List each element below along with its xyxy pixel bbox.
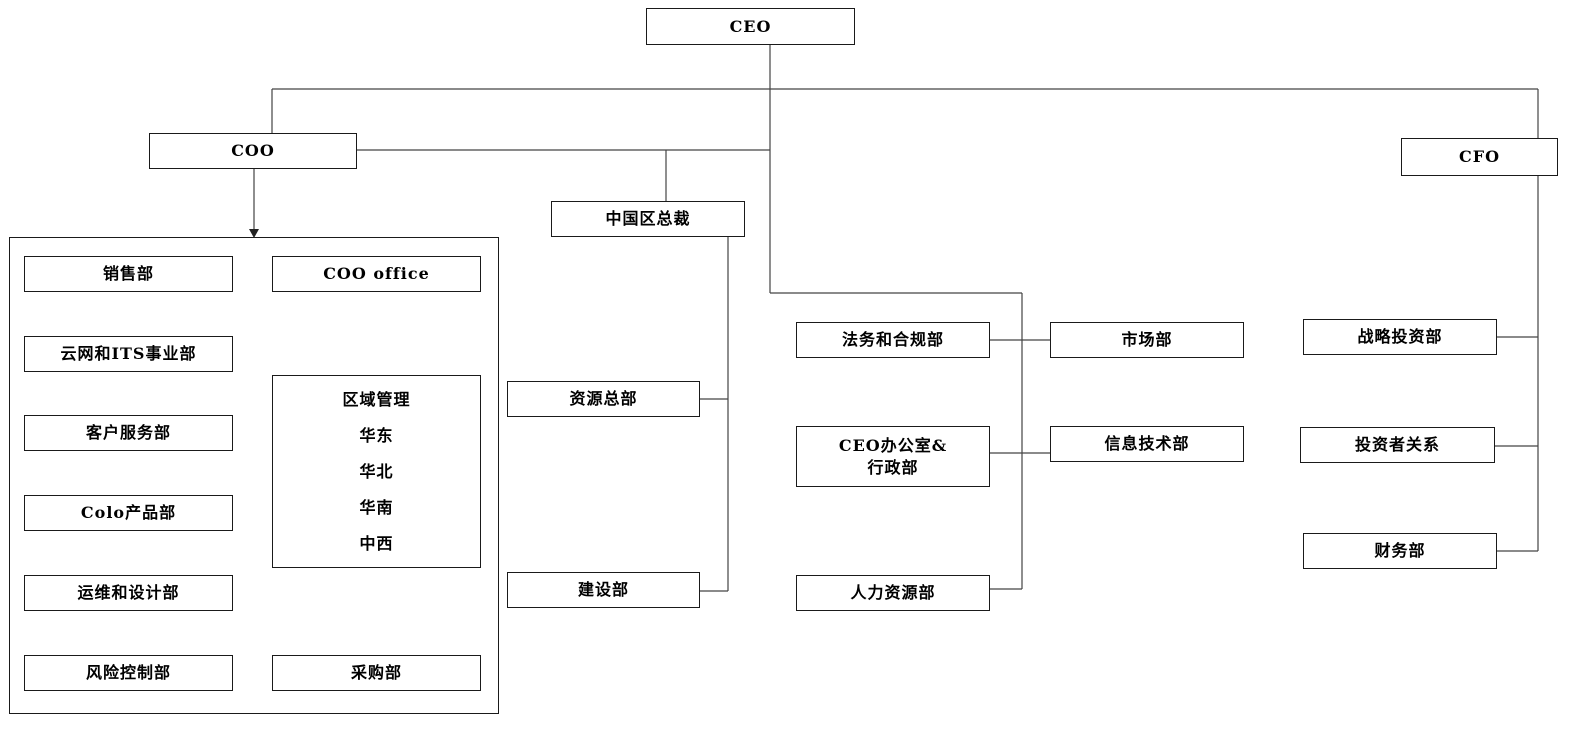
risk-control-dept-box: 风险控制部	[24, 655, 233, 691]
china-president-label: 中国区总裁	[605, 209, 691, 229]
regional-management-title: 区域管理	[342, 389, 411, 409]
it-dept-label: 信息技术部	[1104, 434, 1190, 454]
coo-label: COO	[231, 141, 275, 161]
region-item: 华东	[359, 425, 394, 445]
colo-products-dept-label: Colo产品部	[80, 503, 177, 523]
ops-design-dept-box: 运维和设计部	[24, 575, 233, 611]
construction-dept-box: 建设部	[507, 572, 700, 608]
coo-office-box: COO office	[272, 256, 481, 292]
marketing-dept-box: 市场部	[1050, 322, 1244, 358]
customer-service-dept-label: 客户服务部	[85, 423, 171, 443]
finance-dept-box: 财务部	[1303, 533, 1497, 569]
colo-products-dept-box: Colo产品部	[24, 495, 233, 531]
ceo-label: CEO	[729, 16, 772, 36]
region-item: 中西	[359, 533, 394, 553]
ops-design-dept-label: 运维和设计部	[77, 583, 180, 603]
coo-office-label: COO office	[323, 264, 430, 284]
cfo-box: CFO	[1401, 138, 1558, 176]
region-item: 华北	[359, 461, 394, 481]
hr-dept-label: 人力资源部	[850, 583, 936, 603]
coo-departments-container	[9, 237, 499, 714]
sales-dept-box: 销售部	[24, 256, 233, 292]
procurement-dept-label: 采购部	[350, 663, 402, 683]
cloud-its-dept-box: 云网和ITS事业部	[24, 336, 233, 372]
construction-dept-label: 建设部	[577, 580, 629, 600]
investor-relations-dept-box: 投资者关系	[1300, 427, 1495, 463]
china-president-box: 中国区总裁	[551, 201, 745, 237]
regional-management-box: 区域管理 华东 华北 华南 中西	[272, 375, 481, 568]
ceo-office-dept-box: CEO办公室& 行政部	[796, 426, 990, 487]
cloud-its-dept-label: 云网和ITS事业部	[60, 344, 197, 364]
risk-control-dept-label: 风险控制部	[85, 663, 171, 683]
region-item: 华南	[359, 497, 394, 517]
legal-dept-box: 法务和合规部	[796, 322, 990, 358]
ceo-office-label-line2: 行政部	[867, 457, 919, 477]
resources-dept-box: 资源总部	[507, 381, 700, 417]
legal-dept-label: 法务和合规部	[841, 330, 944, 350]
sales-dept-label: 销售部	[102, 264, 154, 284]
ceo-box: CEO	[646, 8, 855, 45]
procurement-dept-box: 采购部	[272, 655, 481, 691]
cfo-label: CFO	[1458, 147, 1501, 167]
arrow-head-icon	[249, 229, 259, 238]
strategic-investment-dept-label: 战略投资部	[1357, 327, 1443, 347]
strategic-investment-dept-box: 战略投资部	[1303, 319, 1497, 355]
ceo-office-label-line1: CEO办公室&	[838, 435, 948, 455]
investor-relations-dept-label: 投资者关系	[1354, 435, 1440, 455]
hr-dept-box: 人力资源部	[796, 575, 990, 611]
finance-dept-label: 财务部	[1374, 541, 1426, 561]
it-dept-box: 信息技术部	[1050, 426, 1244, 462]
resources-dept-label: 资源总部	[569, 389, 638, 409]
coo-box: COO	[149, 133, 357, 169]
marketing-dept-label: 市场部	[1121, 330, 1173, 350]
customer-service-dept-box: 客户服务部	[24, 415, 233, 451]
